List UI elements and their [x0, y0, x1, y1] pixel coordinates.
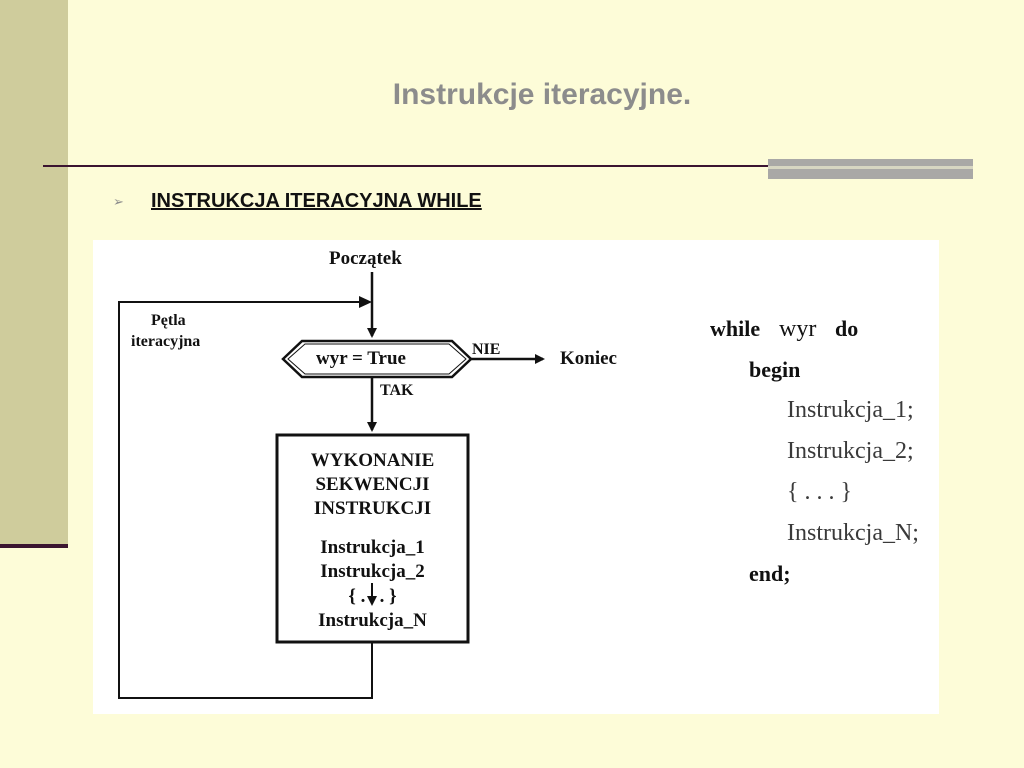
code-ellipsis: { . . . } [787, 479, 853, 505]
loop-arrowhead [359, 296, 372, 308]
divider-accent-stripe [768, 166, 973, 169]
yes-label: TAK [380, 382, 414, 399]
box-heading-1: WYKONANIE [310, 450, 435, 471]
box-heading-3: INSTRUKCJI [313, 498, 432, 519]
box-item-4: Instrukcja_N [318, 610, 427, 631]
loop-back-line [118, 301, 373, 699]
code-line-1: Instrukcja_1; [787, 397, 914, 423]
no-label: NIE [472, 341, 501, 358]
code-line-n: Instrukcja_N; [787, 520, 919, 546]
code-do: do [835, 316, 859, 341]
condition-label: wyr = True [316, 348, 406, 369]
process-box [275, 433, 470, 644]
loop-label-line2: iteracyjna [131, 333, 201, 350]
box-item-3: { . . . } [348, 586, 397, 607]
code-line-2: Instrukcja_2; [787, 438, 914, 464]
divider-accent-block [768, 159, 973, 179]
slide-title: Instrukcje iteracyjne. [392, 78, 692, 111]
side-strip [0, 0, 68, 545]
flowchart-diagram: Początek Pętla iteracyjna wyr = True NIE… [93, 240, 939, 714]
code-begin: begin [749, 357, 801, 382]
flowchart-lines [118, 272, 545, 699]
title-divider [43, 165, 973, 167]
end-label: Koniec [560, 348, 617, 369]
bullet-text: INSTRUKCJA ITERACYJNA WHILE [151, 190, 482, 212]
box-item-1: Instrukcja_1 [320, 537, 425, 558]
loop-label-line1: Pętla [151, 312, 186, 329]
bullet-item: ➢ INSTRUKCJA ITERACYJNA WHILE [113, 190, 482, 213]
box-heading-2: SEKWENCJI [315, 474, 430, 495]
code-end: end; [749, 561, 791, 586]
code-while: while [710, 316, 761, 341]
start-label: Początek [329, 248, 402, 269]
box-item-2: Instrukcja_2 [320, 561, 425, 582]
bullet-arrow-icon: ➢ [113, 193, 124, 209]
code-expr: wyr [779, 316, 817, 342]
side-underline [0, 544, 68, 548]
